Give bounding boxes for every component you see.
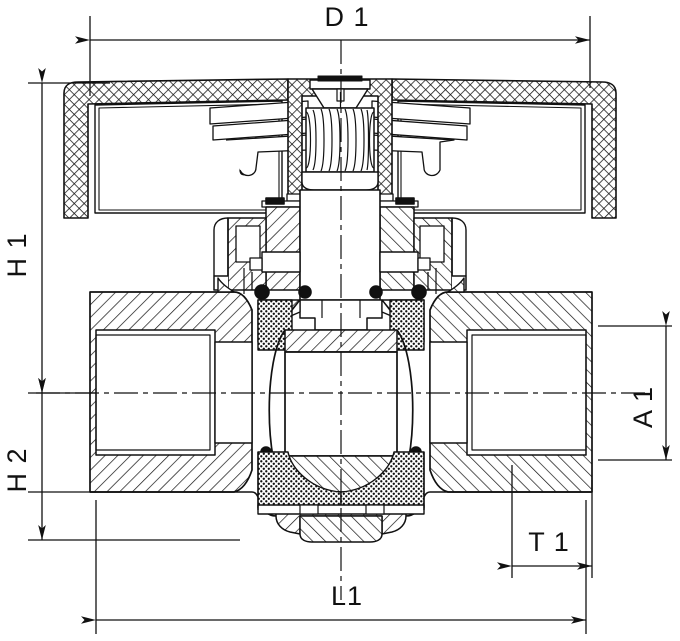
dimension-h2 [28, 378, 240, 541]
packing-gland [213, 189, 467, 301]
ball-and-seats [257, 299, 425, 515]
dimension-label-h1: H 1 [2, 232, 32, 277]
dimension-label-h2: H 2 [2, 447, 32, 492]
dimension-label-d1: D 1 [324, 2, 369, 32]
dimension-label-t1: T 1 [528, 527, 570, 557]
dimension-t1 [497, 465, 593, 578]
dimension-l1 [81, 500, 587, 634]
dimension-label-l1: L1 [331, 581, 363, 611]
valve-body [89, 277, 593, 543]
dimension-a1 [598, 311, 672, 461]
dimension-label-a1: A 1 [628, 386, 658, 428]
centerlines [36, 40, 648, 600]
handle-lever [63, 78, 617, 221]
